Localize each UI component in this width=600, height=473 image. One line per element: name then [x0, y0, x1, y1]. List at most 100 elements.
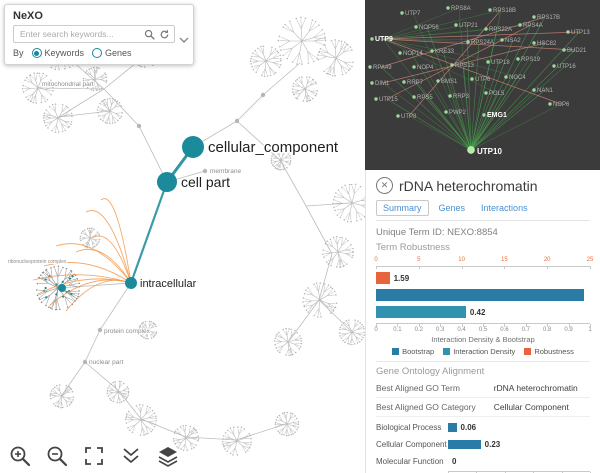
zoom-in-icon[interactable] — [8, 444, 32, 468]
network-node-label[interactable]: EMG1 — [487, 112, 507, 119]
tree-minor-label[interactable]: nuclear part — [88, 358, 125, 367]
network-node[interactable] — [484, 91, 488, 95]
network-node[interactable] — [484, 27, 488, 31]
close-icon[interactable]: ✕ — [376, 177, 393, 194]
tree-minor-label[interactable]: mitochondrial part — [41, 80, 95, 89]
network-node-label[interactable]: UTP21 — [459, 23, 478, 29]
tree-node-highlight[interactable] — [58, 284, 66, 292]
collapse-icon[interactable] — [119, 444, 143, 468]
network-node[interactable] — [396, 114, 400, 118]
network-node-label[interactable]: DIM1 — [375, 81, 390, 87]
tree-node-label[interactable]: cell part — [180, 173, 232, 192]
network-node-label[interactable]: RPA49 — [373, 65, 392, 71]
network-node[interactable] — [486, 60, 490, 64]
network-node[interactable] — [466, 40, 470, 44]
tree-minor-label[interactable]: ribonucleoprotein complex — [7, 258, 68, 266]
network-hub-label[interactable]: UTP10 — [477, 147, 502, 156]
network-node[interactable] — [402, 80, 406, 84]
network-node[interactable] — [400, 11, 404, 15]
network-node-label[interactable]: NSA2 — [505, 38, 521, 44]
layers-icon[interactable] — [156, 444, 180, 468]
network-node[interactable] — [470, 77, 474, 81]
network-node[interactable] — [488, 8, 492, 12]
tree-minor-label[interactable]: protein complex — [103, 327, 152, 336]
network-node-label[interactable]: UTP18 — [491, 60, 510, 66]
network-node-label[interactable]: NOP56 — [419, 25, 439, 31]
network-node[interactable] — [566, 30, 570, 34]
network-node[interactable] — [552, 64, 556, 68]
search-icon[interactable] — [144, 29, 155, 40]
tree-minor-label[interactable]: membrane — [209, 167, 242, 176]
network-node[interactable] — [398, 51, 402, 55]
network-node[interactable] — [444, 110, 448, 114]
network-node-label[interactable]: RRP7 — [407, 80, 424, 86]
tree-node-cell-part[interactable] — [157, 172, 177, 192]
network-node-label[interactable]: UTP15 — [379, 97, 398, 103]
network-node-label[interactable]: BUD21 — [567, 48, 587, 54]
network-node[interactable] — [436, 79, 440, 83]
network-node-label[interactable]: RPS8A — [451, 6, 471, 12]
network-node-label[interactable]: NOP6 — [553, 102, 570, 108]
network-node[interactable] — [370, 81, 374, 85]
network-node-label[interactable]: POL5 — [489, 91, 505, 97]
network-node[interactable] — [482, 113, 486, 117]
network-node-label[interactable]: NAN1 — [537, 88, 554, 94]
network-node-label[interactable]: NOP4 — [417, 65, 434, 71]
network-node[interactable] — [454, 23, 458, 27]
tree-node-cellular-component[interactable] — [182, 136, 204, 158]
reset-icon[interactable] — [159, 29, 170, 40]
tree-node-intracellular[interactable] — [125, 277, 137, 289]
network-node-label[interactable]: UTP13 — [571, 30, 590, 36]
network-node-label[interactable]: UTP9 — [375, 36, 393, 43]
tree-node-label[interactable]: intracellular — [139, 277, 199, 292]
tab-interactions[interactable]: Interactions — [481, 203, 528, 213]
network-node[interactable] — [368, 65, 372, 69]
network-node[interactable] — [516, 57, 520, 61]
network-node[interactable] — [414, 25, 418, 29]
network-node-label[interactable]: PWP2 — [449, 110, 467, 116]
network-node-label[interactable]: KRE33 — [435, 49, 455, 55]
network-node[interactable] — [370, 37, 374, 41]
network-node[interactable] — [412, 95, 416, 99]
network-node[interactable] — [500, 38, 504, 42]
network-node-label[interactable]: HSC82 — [537, 41, 557, 47]
network-node[interactable] — [562, 48, 566, 52]
network-node[interactable] — [374, 97, 378, 101]
network-node[interactable] — [532, 41, 536, 45]
network-node[interactable] — [430, 49, 434, 53]
network-node-label[interactable]: UTP8 — [401, 114, 417, 120]
search-input[interactable] — [18, 28, 140, 40]
chevron-down-icon[interactable] — [179, 31, 189, 49]
network-node[interactable] — [518, 23, 522, 27]
network-node-label[interactable]: RPS5 — [417, 95, 433, 101]
zoom-out-icon[interactable] — [45, 444, 69, 468]
network-node[interactable] — [532, 15, 536, 19]
network-hub-node[interactable] — [467, 146, 475, 154]
radio-keywords[interactable]: Keywords — [31, 48, 84, 58]
network-node-label[interactable]: BMS1 — [441, 79, 458, 85]
network-node-label[interactable]: RPS19 — [521, 57, 541, 63]
network-node[interactable] — [448, 94, 452, 98]
network-node[interactable] — [548, 102, 552, 106]
network-node-label[interactable]: UTP16 — [557, 64, 576, 70]
network-node[interactable] — [412, 65, 416, 69]
network-node-label[interactable]: NOP14 — [403, 51, 423, 57]
network-node[interactable] — [532, 88, 536, 92]
network-node-label[interactable]: RPS4A — [523, 23, 543, 29]
network-node-label[interactable]: RPS18B — [493, 8, 516, 14]
tree-node-label[interactable]: cellular_component — [207, 138, 341, 158]
network-node[interactable] — [446, 6, 450, 10]
network-node[interactable] — [504, 75, 508, 79]
network-node-label[interactable]: RPS22A — [489, 27, 512, 33]
network-node-label[interactable]: RPS17B — [537, 15, 560, 21]
radio-genes[interactable]: Genes — [92, 48, 132, 58]
network-node[interactable] — [450, 63, 454, 67]
tab-genes[interactable]: Genes — [438, 203, 466, 213]
network-node-label[interactable]: UTP6 — [475, 77, 491, 83]
network-node-label[interactable]: UTP7 — [405, 11, 421, 17]
network-node-label[interactable]: RPS13 — [455, 63, 475, 69]
